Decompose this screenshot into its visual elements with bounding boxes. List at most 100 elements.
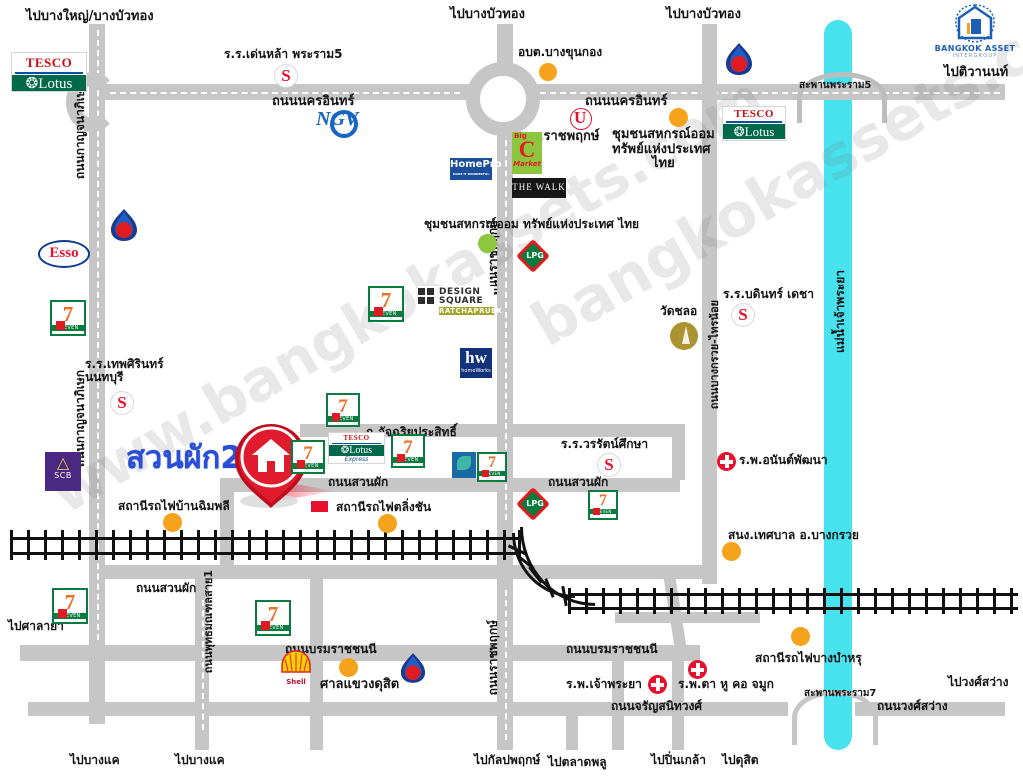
place-label-school-bodindecha: ร.ร.บดินทร์ เดชา — [723, 287, 814, 301]
place-label-showroom-isuzu: ชุมชนสหกรณ์ออม ทรัพย์แห่งประเทศ ไทย — [424, 217, 640, 231]
brand-lpg-1: LPG — [516, 239, 556, 273]
poi-dot-station-bangbamru — [791, 627, 810, 646]
express-wordmark: Express — [344, 456, 369, 463]
road-label-charansanitwong: ถนนจรัญสนิทวงศ์ — [611, 699, 703, 713]
place-label-school-denla: ร.ร.เด่นหล้า พระราม5 — [224, 47, 343, 61]
u-station-ring — [570, 108, 592, 130]
road-dash — [540, 92, 1000, 94]
road-label-ratchaphruek-2: ถนนราชพฤกษ์ — [486, 620, 500, 696]
road-label-borommaratchachonnani-1: ถนนบรมราชชนนี — [285, 642, 377, 656]
tesco-wordmark: TESCO — [25, 55, 73, 70]
seven-numeral: 7 — [267, 602, 279, 626]
lpg-wordmark: LPG — [526, 251, 544, 260]
brand-tesco-lotus-right: TESCO ❂Lotus — [722, 106, 786, 141]
poi-dot-court-dusit — [339, 658, 358, 677]
coop-line-2: ทรัพย์แห่งประเทศ — [612, 141, 711, 157]
road-hospital-link-2 — [672, 660, 684, 750]
seven-red-block — [261, 621, 270, 630]
seven-eleven-wordmark: ELEVEN — [54, 613, 86, 619]
bigc-market-text: Market — [513, 159, 541, 168]
place-label-school-worarat: ร.ร.วรรัตน์ศึกษา — [561, 437, 649, 451]
road-label-phutthamonthon-sai1: ถนนพุทธมณฑลสาย1 — [202, 570, 215, 674]
road-wongsawang — [855, 702, 1005, 716]
brand-bigc-market: Big C Market — [512, 132, 542, 174]
place-label-hospital-anantapattana: ร.พ.อนันต์พัฒนา — [739, 453, 828, 467]
place-label-municipal-bangkruai: สนง.เทศบาล อ.บางกรวย — [728, 528, 859, 542]
road-label-suanphak-2: ถนนสวนผัก — [548, 475, 609, 489]
school-marker-worarat: S — [597, 453, 621, 477]
road-charansanitwong — [28, 702, 788, 716]
seven-numeral: 7 — [380, 288, 392, 312]
coop-line-1: ชุมชนสหกรณ์ออม — [612, 127, 715, 142]
brand-ptt-station-1 — [111, 209, 137, 241]
bridge-rama7-arc — [792, 690, 878, 745]
direction-label-bangbuathong-mid: ไปบางบัวทอง — [450, 7, 525, 22]
place-label-temple-chalo: วัดชลอ — [660, 304, 698, 318]
direction-label-bangyai: ไปบางใหญ่/บางบัวทอง — [26, 9, 154, 24]
road-label-chaophraya-river: แม่น้ำเจ้าพระยา — [833, 270, 847, 354]
place-label-hospital-tahukhochamuk: ร.พ.ตา หู คอ จมูก — [678, 677, 774, 691]
bridge-label-rama5: สะพานพระราม5 — [799, 80, 872, 91]
bridge-label-rama7: สะพานพระราม7 — [804, 688, 877, 699]
seven-numeral: 7 — [488, 454, 496, 471]
tesco-wordmark: TESCO — [734, 108, 774, 120]
brand-seven-eleven: 7 ELEVEN — [255, 600, 291, 636]
place-label-university-ratchaphruek: ม.ราชพฤกษ์ — [530, 129, 600, 144]
tesco-bar — [15, 72, 83, 74]
school-marker-denla: S — [274, 64, 298, 88]
teal-logo-leaf-icon — [457, 456, 471, 470]
homepro-tagline: MAKE IT WONDERFUL — [452, 172, 490, 176]
direction-label-bangkhae-2: ไปบางแค — [175, 753, 225, 767]
road-suanphak-mid — [220, 478, 680, 492]
brand-seven-eleven: 7 ELEVEN — [391, 434, 425, 468]
seven-eleven-wordmark: ELEVEN — [52, 325, 84, 331]
road-bangkhae-link — [310, 565, 323, 750]
brand-homeworks: hw homeWorks — [460, 348, 492, 378]
bigc-big-text: Big — [514, 132, 527, 140]
seven-eleven-wordmark: ELEVEN — [293, 463, 323, 469]
place-label-hospital-chaophraya: ร.พ.เจ้าพระยา — [566, 677, 642, 691]
roundabout-nakhon-in — [466, 62, 540, 136]
road-label-borommaratchachonnani-2: ถนนบรมราชชนนี — [566, 642, 658, 656]
homeworks-wordmark: hw — [465, 348, 487, 367]
bridge-rama5-arc — [797, 72, 887, 123]
bangkok-asset-emblem-icon — [955, 4, 995, 43]
seven-red-block — [374, 307, 383, 316]
tesco-wordmark: TESCO — [343, 434, 370, 442]
railway-line-lower — [568, 588, 1018, 614]
railway-line-main — [10, 530, 521, 560]
chaophraya-river — [824, 20, 852, 750]
hospital-icon-tahukhochamuk — [688, 660, 707, 679]
place-label-coop-savings: ชุมชนสหกรณ์ออม ทรัพย์แห่งประเทศ ไทย — [612, 127, 715, 172]
brand-seven-eleven: 7 ELEVEN — [52, 588, 88, 624]
seven-red-block — [332, 413, 340, 421]
place-label-station-bangbamru: สถานีรถไฟบางบำหรุ — [755, 651, 862, 665]
brand-tesco-lotus-topleft: TESCO ❂Lotus — [11, 52, 87, 92]
location-pin-icon[interactable] — [231, 422, 311, 510]
brand-seven-eleven: 7 ELEVEN — [588, 490, 618, 520]
seven-red-block — [397, 454, 405, 462]
lpg-wordmark: LPG — [526, 499, 544, 508]
design-square-wordmark: DESIGN SQUARE — [439, 287, 484, 306]
brand-seven-eleven: 7 ELEVEN — [368, 286, 404, 322]
thepsirin-line-2: นนทบุรี — [85, 370, 124, 385]
road-dash — [505, 590, 507, 740]
place-label-school-thepsirin: ร.ร.เทพศิรินทร์ นนทบุรี — [85, 357, 164, 385]
road-connector-suanphak — [220, 478, 234, 570]
seven-numeral: 7 — [303, 443, 313, 464]
brand-ptt-station-3 — [400, 653, 426, 683]
direction-label-salaya: ไปศาลายา — [8, 619, 64, 633]
hospital-icon-anantapattana — [717, 452, 736, 471]
ngv-ring-icon — [330, 110, 358, 138]
brand-scb: △ SCB — [45, 452, 81, 491]
road-label-nakhon-in-right: ถนนนครอินทร์ — [585, 94, 668, 109]
thepsirin-line-1: ร.ร.เทพศิรินทร์ — [85, 357, 164, 371]
seven-numeral: 7 — [599, 492, 607, 509]
brand-shell: Shell — [278, 650, 314, 686]
brand-seven-eleven: 7 ELEVEN — [50, 300, 86, 336]
homeworks-sub: homeWorks — [461, 368, 491, 374]
seven-numeral: 7 — [64, 590, 76, 614]
seven-red-block — [58, 609, 67, 618]
direction-label-bangkhae-1: ไปบางแค — [70, 753, 120, 767]
direction-label-tahlatphlu: ไปตลาดพลู — [548, 755, 607, 769]
